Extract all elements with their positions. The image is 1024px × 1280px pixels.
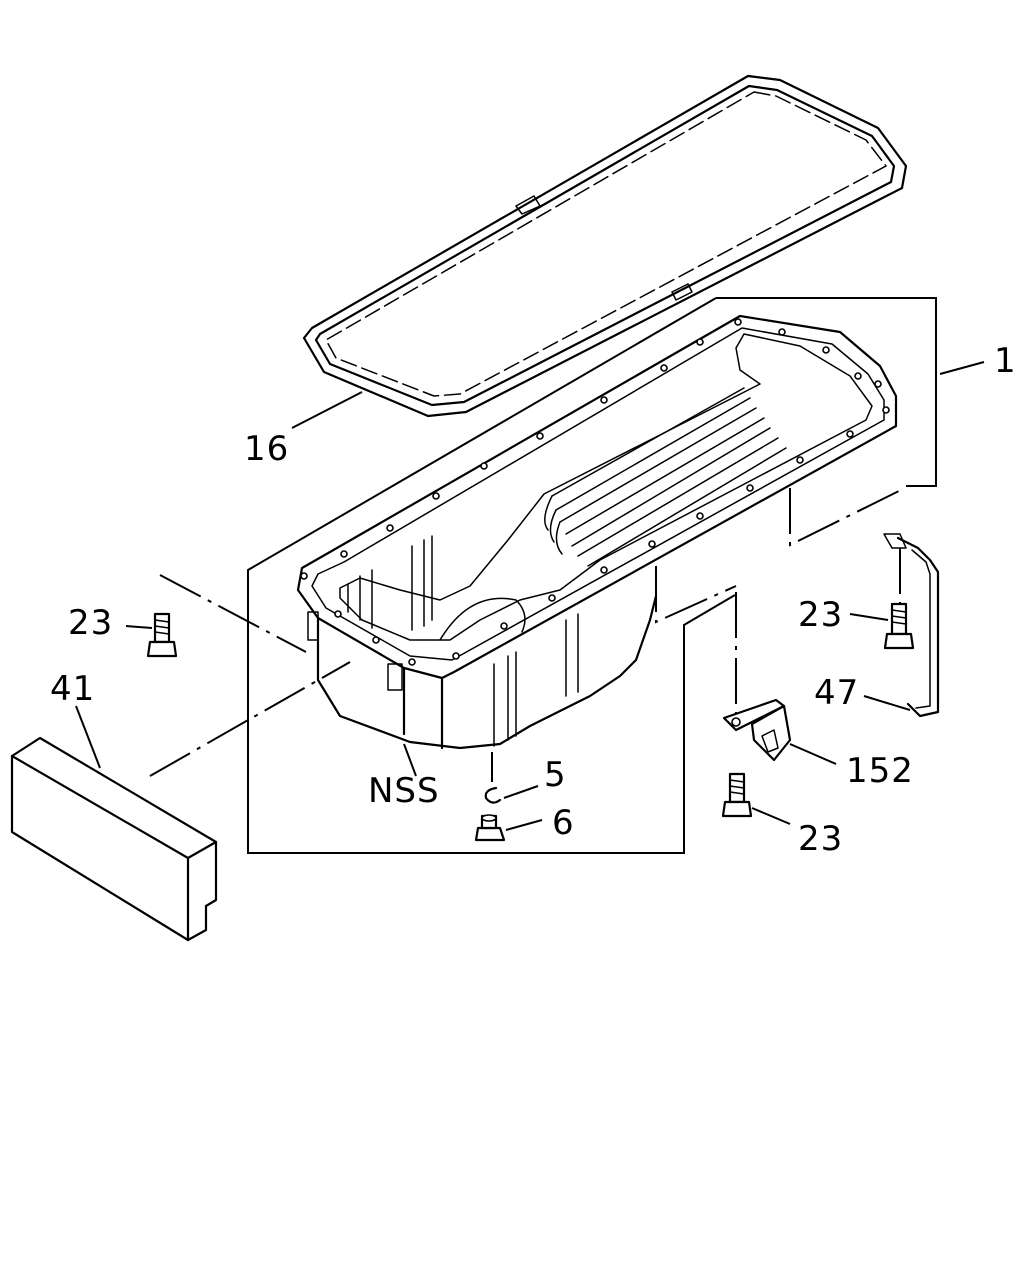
callout-labels: 1 16 23 23 41 47 152 5 6 23 NSS xyxy=(50,341,1017,859)
callout-nss: NSS xyxy=(368,771,440,811)
callout-23-right: 23 xyxy=(798,595,843,635)
washer xyxy=(484,786,502,804)
callout-5: 5 xyxy=(544,755,567,795)
callout-23-bracket: 23 xyxy=(798,819,843,859)
callout-16: 16 xyxy=(244,429,289,469)
bolt-right xyxy=(883,602,915,650)
bolt-left xyxy=(146,612,178,658)
oil-tube xyxy=(896,536,940,718)
bolt-bracket xyxy=(721,772,753,818)
oil-pan xyxy=(296,314,907,750)
assembly-guide-lines xyxy=(149,487,906,782)
assembly-frame xyxy=(247,297,937,854)
leader-lines xyxy=(75,361,985,831)
callout-6: 6 xyxy=(552,803,575,843)
oil-pan-gasket xyxy=(302,74,908,418)
callout-47: 47 xyxy=(814,673,859,713)
callout-41: 41 xyxy=(50,669,95,709)
drain-plug xyxy=(474,814,506,842)
bracket xyxy=(722,698,792,762)
flange-bolt-holes xyxy=(300,318,890,666)
callout-1: 1 xyxy=(994,341,1017,381)
callout-23-left: 23 xyxy=(68,603,113,643)
callout-152: 152 xyxy=(846,751,914,791)
insulator-block xyxy=(10,736,218,942)
